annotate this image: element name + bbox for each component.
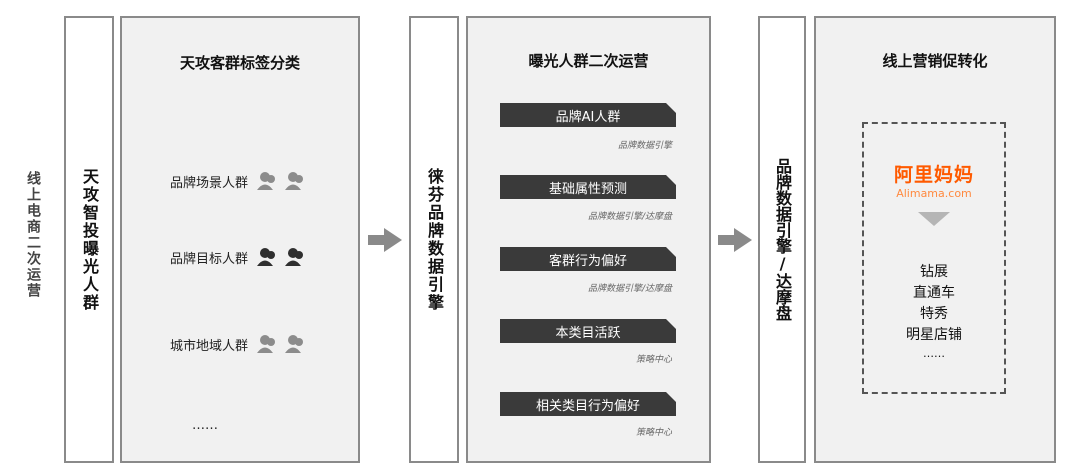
- channel-item: 特秀: [920, 306, 948, 322]
- panel-secondary-ops: [466, 16, 711, 463]
- channel-list: 钻展 直通车 特秀 明星店铺 ……: [862, 262, 1006, 362]
- ops-item: 本类目活跃: [500, 319, 676, 343]
- tag-row: 品牌场景人群: [122, 170, 358, 192]
- ops-item: 客群行为偏好: [500, 247, 676, 271]
- panel-title: 线上营销促转化: [882, 52, 988, 70]
- ops-item-source: 策略中心: [635, 428, 672, 438]
- panel-title: 曝光人群二次运营: [528, 52, 649, 70]
- ops-item-source: 品牌数据引擎: [617, 141, 672, 151]
- ops-item: 品牌AI人群: [500, 103, 676, 127]
- arrow-right-icon: [718, 228, 752, 252]
- side-label: 线上电商二次运营: [25, 171, 41, 299]
- column-brand-data-engine: 品牌数据引擎/达摩盘: [758, 16, 806, 463]
- alimama-logo: 阿里妈妈 Alimama.com: [862, 160, 1006, 200]
- ops-item-source: 品牌数据引擎/达摩盘: [587, 284, 672, 294]
- tag-label: 品牌目标人群: [169, 251, 248, 267]
- triangle-down-icon: [918, 212, 950, 226]
- column-laifen-data-engine: 徕芬品牌数据引擎: [409, 16, 459, 463]
- people-icon: [256, 170, 310, 192]
- column-title: 徕芬品牌数据引擎: [425, 167, 444, 312]
- ellipsis: ……: [192, 418, 218, 433]
- arrow-right-icon: [368, 228, 402, 252]
- panel-title: 天攻客群标签分类: [179, 54, 300, 72]
- column-title: 天攻智投曝光人群: [80, 167, 99, 312]
- channel-item: 明星店铺: [906, 327, 962, 343]
- ops-item-source: 品牌数据引擎/达摩盘: [587, 212, 672, 222]
- logo-en: Alimama.com: [896, 187, 972, 200]
- tag-label: 品牌场景人群: [169, 175, 248, 191]
- channel-item: ……: [923, 347, 945, 360]
- tag-row: 城市地域人群: [122, 333, 358, 355]
- ops-item: 基础属性预测: [500, 175, 676, 199]
- people-icon: [256, 246, 310, 268]
- tag-label: 城市地域人群: [169, 338, 248, 354]
- column-title: 品牌数据引擎/达摩盘: [773, 158, 792, 321]
- column-tiangong-exposure: 天攻智投曝光人群: [64, 16, 114, 463]
- tag-row: 品牌目标人群: [122, 246, 358, 268]
- ops-item-source: 策略中心: [635, 355, 672, 365]
- logo-cn: 阿里妈妈: [893, 164, 974, 186]
- channel-item: 直通车: [913, 285, 955, 301]
- channel-box: [862, 122, 1006, 394]
- panel-online-marketing: [814, 16, 1056, 463]
- channel-item: 钻展: [920, 264, 948, 280]
- people-icon: [256, 333, 310, 355]
- panel-tag-classification: 天攻客群标签分类 品牌场景人群 品牌目标人群 城市地域人群 ……: [120, 16, 360, 463]
- ops-item: 相关类目行为偏好: [500, 392, 676, 416]
